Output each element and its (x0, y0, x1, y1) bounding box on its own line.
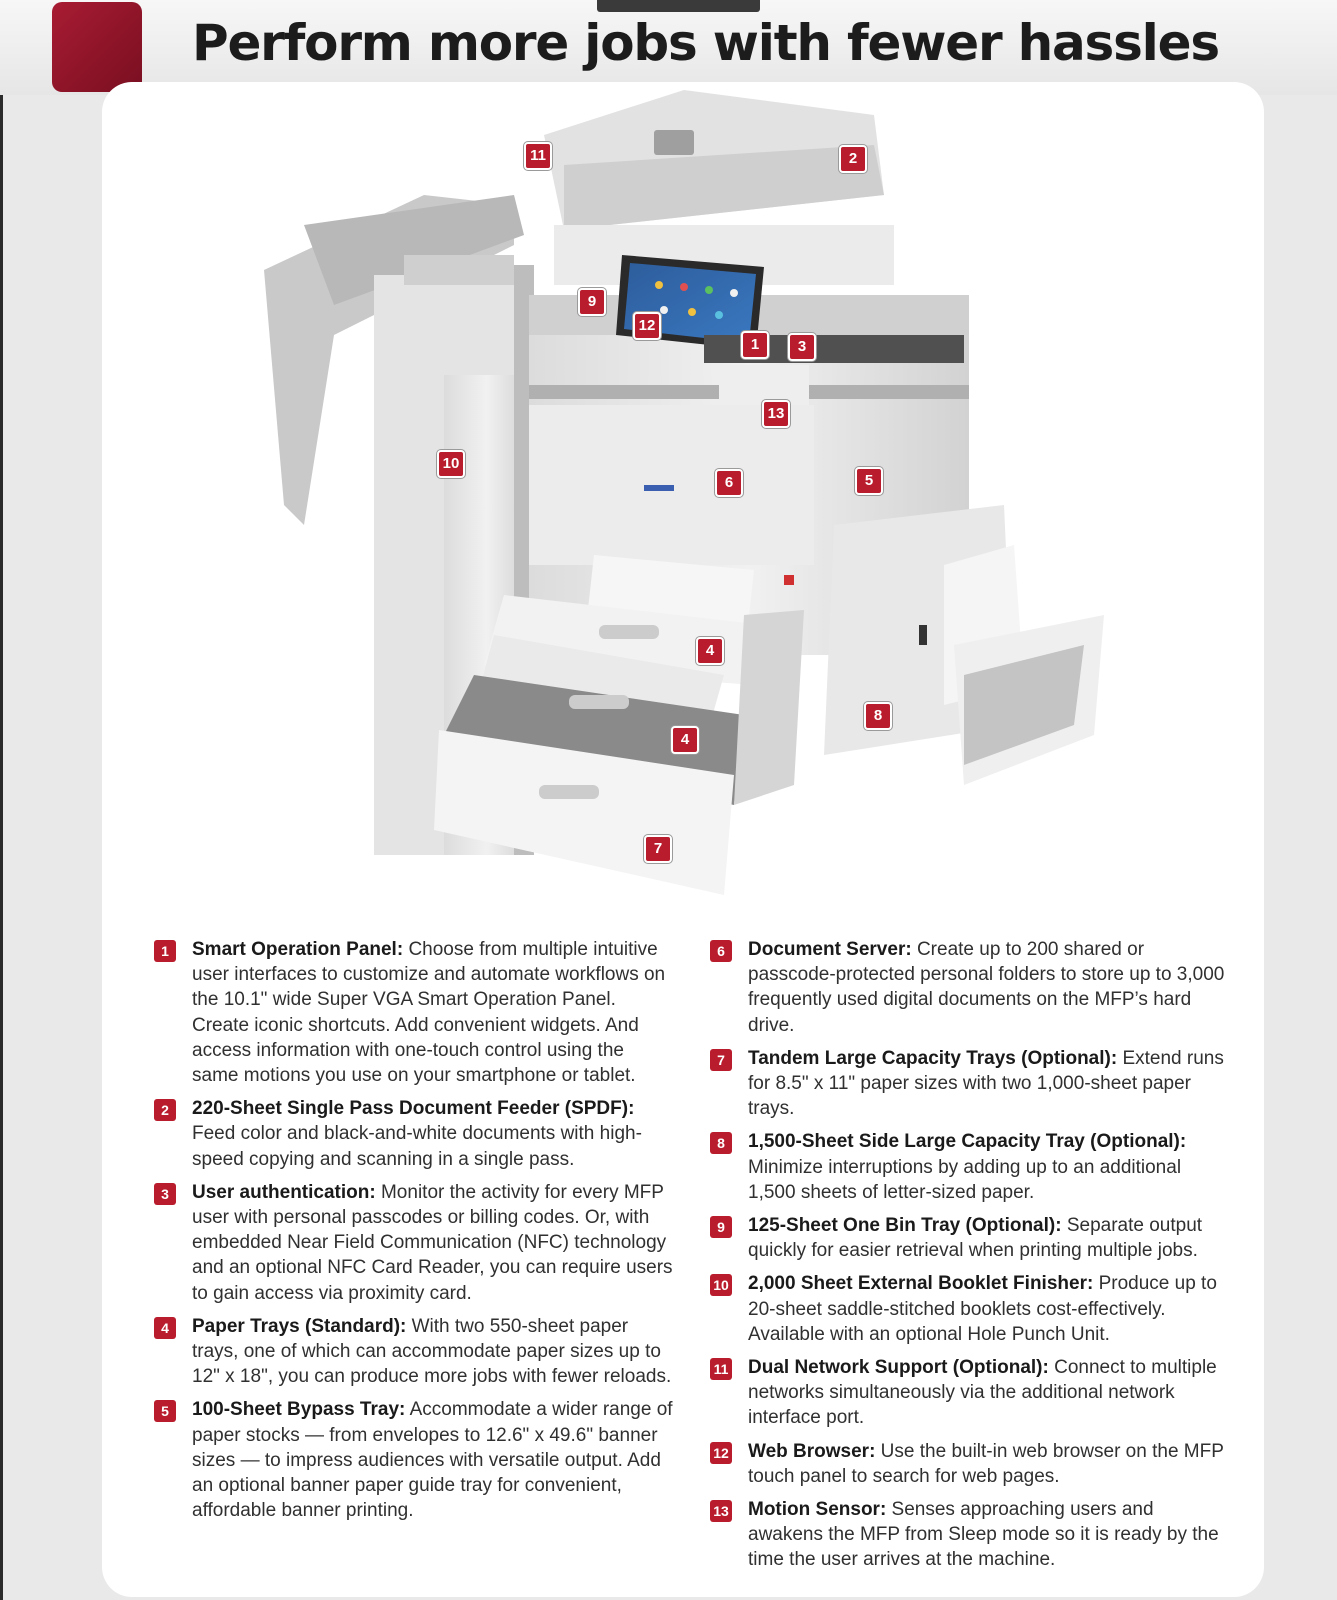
feature-number: 6 (710, 940, 732, 962)
feature-number: 3 (154, 1182, 176, 1205)
feature-text: Connect to multiple networks simultaneou… (748, 1357, 1217, 1429)
callout-7: 7 (644, 835, 672, 863)
callout-6: 6 (715, 469, 743, 497)
header-tab (597, 0, 760, 12)
feature-item: 10 2,000 Sheet External Booklet Finisher… (710, 1271, 1225, 1347)
page-left-edge (0, 0, 3, 1600)
feature-number: 2 (154, 1099, 176, 1122)
feature-item: 2 220-Sheet Single Pass Document Feeder … (154, 1096, 674, 1172)
feature-number: 9 (710, 1216, 732, 1239)
callout-11: 11 (524, 142, 552, 170)
feature-title: 125-Sheet One Bin Tray (Optional): (748, 1215, 1062, 1237)
feature-number: 8 (710, 1132, 732, 1155)
feature-text: Minimize interruptions by adding up to a… (748, 1156, 1182, 1203)
feature-title: Document Server: (748, 939, 912, 960)
feature-text: Extend runs for 8.5" x 11" paper sizes w… (748, 1047, 1224, 1120)
feature-number: 13 (710, 1500, 732, 1523)
feature-text: Produce up to 20-sheet saddle-stitched b… (748, 1273, 1217, 1345)
callout-2: 2 (839, 145, 867, 173)
feature-title: Web Browser: (748, 1440, 876, 1462)
feature-text: Separate output quickly for easier retri… (748, 1215, 1203, 1262)
feature-text: Monitor the activity for every MFP user … (192, 1181, 673, 1304)
features-right-column: 6 Document Server: Create up to 200 shar… (710, 937, 1225, 1573)
callout-4-lower: 4 (671, 726, 699, 754)
feature-number: 5 (154, 1400, 176, 1423)
feature-title: Dual Network Support (Optional): (748, 1357, 1049, 1379)
callout-1: 1 (741, 331, 769, 359)
feature-text: Use the built-in web browser on the MFP … (748, 1440, 1224, 1487)
feature-title: Motion Sensor: (748, 1499, 887, 1521)
feature-item: 9 125-Sheet One Bin Tray (Optional): Sep… (710, 1213, 1225, 1263)
callout-9: 9 (578, 288, 606, 316)
header-band (0, 0, 1337, 95)
feature-item: 12 Web Browser: Use the built-in web bro… (710, 1439, 1225, 1489)
feature-number: 7 (710, 1048, 732, 1071)
feature-title: Paper Trays (Standard): (192, 1315, 407, 1337)
feature-item: 4 Paper Trays (Standard): With two 550-s… (154, 1314, 674, 1390)
feature-number: 12 (710, 1441, 732, 1464)
callout-13: 13 (762, 400, 790, 428)
printer-photo (184, 85, 1182, 940)
callout-4-upper: 4 (696, 637, 724, 665)
feature-title: 1,500-Sheet Side Large Capacity Tray (Op… (748, 1131, 1187, 1153)
callout-10: 10 (437, 450, 465, 478)
brand-square (52, 2, 142, 92)
feature-item: 7 Tandem Large Capacity Trays (Optional)… (710, 1046, 1225, 1122)
feature-title: 100-Sheet Bypass Tray: (192, 1399, 406, 1421)
feature-title: User authentication: (192, 1181, 376, 1203)
feature-text: Choose from multiple intuitive user inte… (192, 939, 666, 1087)
feature-item: 5 100-Sheet Bypass Tray: Accommodate a w… (154, 1397, 674, 1523)
feature-text: Accommodate a wider range of paper stock… (192, 1399, 673, 1522)
feature-title: 2,000 Sheet External Booklet Finisher: (748, 1273, 1094, 1295)
feature-text: Senses approaching users and awakens the… (748, 1499, 1219, 1571)
feature-number: 4 (154, 1316, 176, 1339)
feature-title: 220-Sheet Single Pass Document Feeder (S… (192, 1098, 635, 1120)
callout-8: 8 (864, 702, 892, 730)
feature-number: 11 (710, 1358, 732, 1381)
feature-title: Tandem Large Capacity Trays (Optional): (748, 1047, 1118, 1069)
feature-item: 3 User authentication: Monitor the activ… (154, 1180, 674, 1306)
feature-item: 8 1,500-Sheet Side Large Capacity Tray (… (710, 1129, 1225, 1205)
feature-number: 10 (710, 1274, 732, 1297)
feature-item: 6 Document Server: Create up to 200 shar… (710, 937, 1225, 1038)
feature-text: Create up to 200 shared or passcode-prot… (748, 939, 1225, 1036)
feature-number: 1 (154, 940, 176, 962)
feature-title: Smart Operation Panel: (192, 939, 404, 960)
callout-5: 5 (855, 467, 883, 495)
callout-3: 3 (788, 333, 816, 361)
feature-item: 1 Smart Operation Panel: Choose from mul… (154, 937, 674, 1088)
features-left-column: 1 Smart Operation Panel: Choose from mul… (154, 937, 674, 1523)
callout-12: 12 (633, 312, 661, 340)
feature-item: 11 Dual Network Support (Optional): Conn… (710, 1355, 1225, 1431)
feature-item: 13 Motion Sensor: Senses approaching use… (710, 1497, 1225, 1573)
page-title: Perform more jobs with fewer hassles (192, 14, 1220, 72)
feature-text: Feed color and black-and-white documents… (192, 1123, 642, 1170)
feature-text: With two 550-sheet paper trays, one of w… (192, 1315, 672, 1388)
